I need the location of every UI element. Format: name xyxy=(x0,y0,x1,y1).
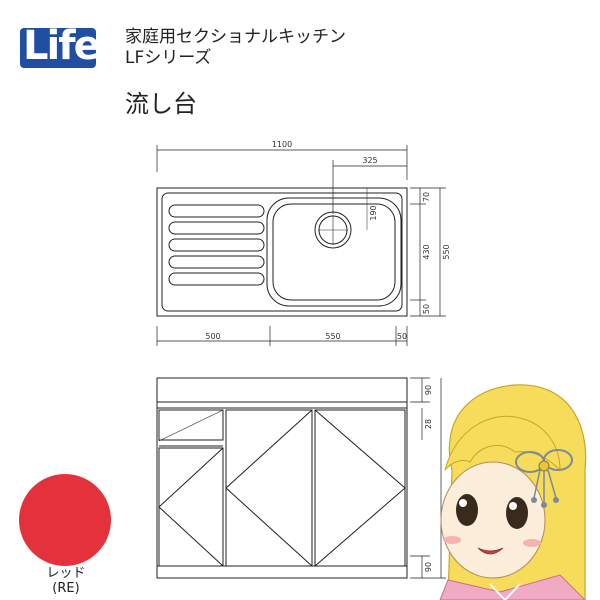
drain-groove-2 xyxy=(168,221,265,235)
dim-front-top: 90 xyxy=(424,385,433,395)
dim-bottom-left: 500 xyxy=(205,332,220,341)
left-door-diamond xyxy=(158,447,224,567)
drain-groove-5 xyxy=(168,272,265,286)
middle-door xyxy=(225,409,313,567)
top-dimensions xyxy=(156,145,446,346)
dim-bottom-mid: 550 xyxy=(325,332,340,341)
drain-groove-1 xyxy=(168,204,265,218)
product-name: 流し台 xyxy=(125,90,197,118)
series-name: LFシリーズ xyxy=(125,48,212,68)
life-logo: Life xyxy=(20,20,101,70)
drain-groove-3 xyxy=(168,238,265,252)
dim-front-second: 28 xyxy=(424,419,433,429)
front-view xyxy=(156,377,408,579)
color-code: (RE) xyxy=(52,581,80,596)
sink-bowl-outer xyxy=(266,197,402,307)
counter-outline xyxy=(156,187,408,317)
top-view xyxy=(156,187,408,317)
top-dimension-labels: 1100 325 190 70 430 550 50 500 550 50 xyxy=(205,140,451,341)
counter-edge xyxy=(156,377,408,403)
color-name: レッド xyxy=(46,566,86,581)
drain-groove-4 xyxy=(168,255,265,269)
color-swatch xyxy=(19,474,111,566)
right-door xyxy=(314,409,406,567)
series-category: 家庭用セクショナルキッチン xyxy=(125,27,346,47)
front-dimensions xyxy=(410,377,446,579)
mascot-illustration xyxy=(439,384,587,600)
left-door xyxy=(158,447,224,567)
drawer xyxy=(158,409,224,441)
dim-front-bottom: 90 xyxy=(424,562,433,572)
logo-text: Life xyxy=(23,23,101,69)
dim-bowl-offset: 190 xyxy=(369,205,378,220)
counter-inner xyxy=(161,192,403,312)
color-option-label: レッド (RE) xyxy=(36,566,96,596)
front-dimension-labels: 90 28 90 xyxy=(424,385,433,572)
dim-right-total: 550 xyxy=(442,244,451,259)
middle-door-diamond xyxy=(225,409,313,567)
right-door-diamond xyxy=(314,409,406,567)
logo-background xyxy=(20,28,96,68)
dim-right-top: 70 xyxy=(422,192,431,202)
sink-bowl-inner xyxy=(272,203,396,301)
dim-right-mid: 430 xyxy=(422,244,431,259)
cabinet-body xyxy=(156,401,408,579)
dim-top-offset: 325 xyxy=(362,156,377,165)
dim-right-bottom: 50 xyxy=(422,304,431,314)
dim-bottom-right: 50 xyxy=(397,332,407,341)
hair-ornament-icon xyxy=(515,449,573,508)
dim-top-total: 1100 xyxy=(272,140,292,149)
